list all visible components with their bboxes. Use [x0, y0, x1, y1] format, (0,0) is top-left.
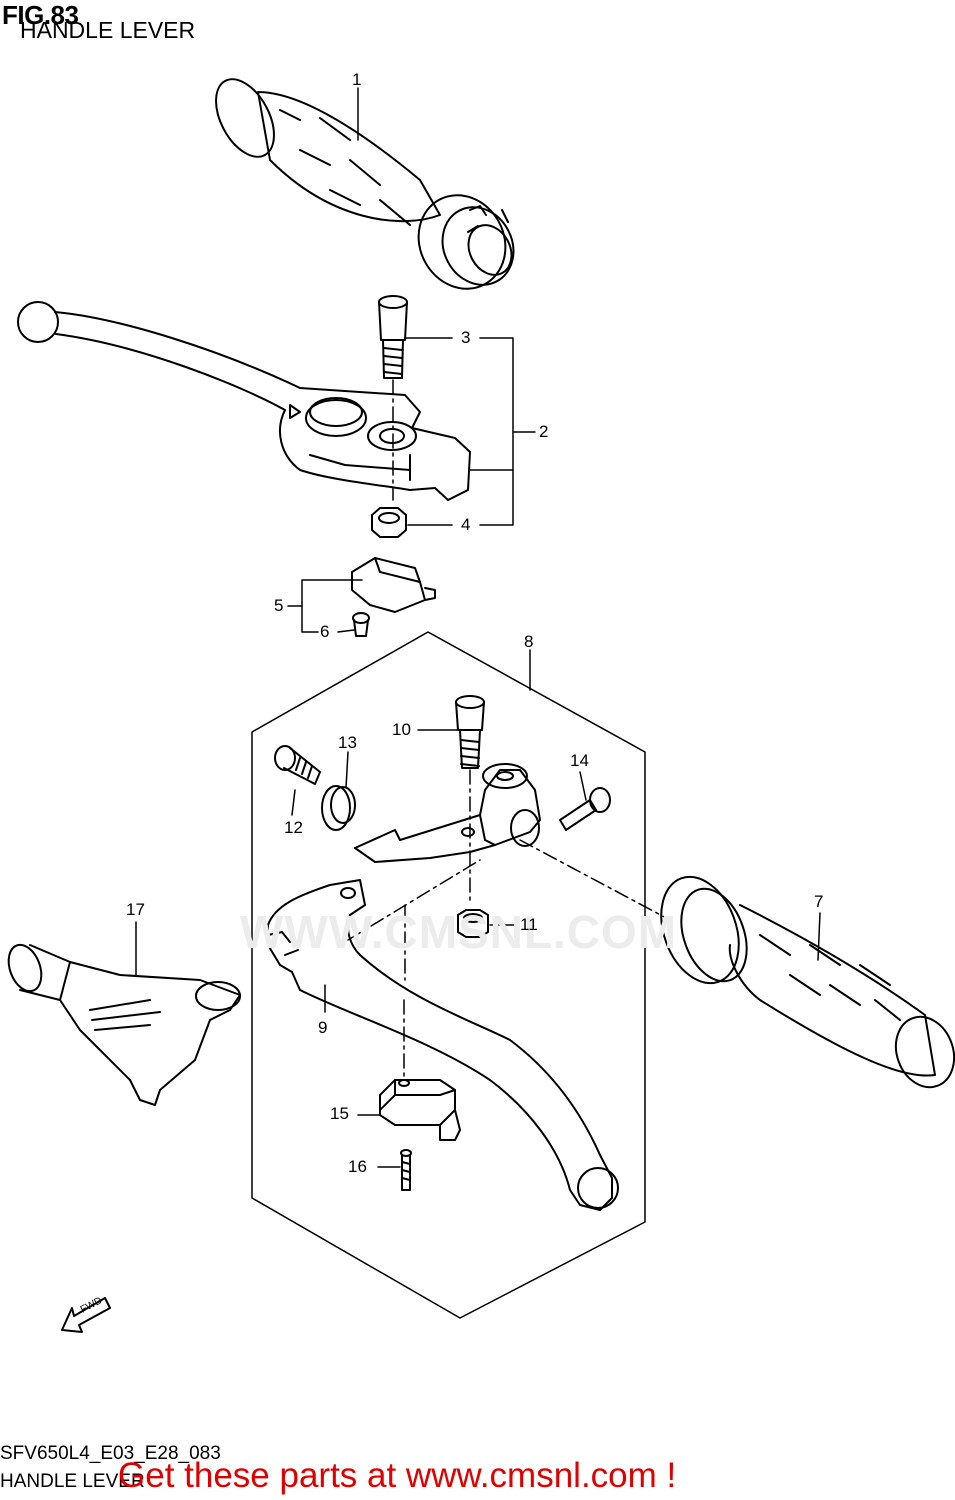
- callout-3[interactable]: 3: [461, 328, 471, 347]
- front-stop-switch[interactable]: [351, 557, 436, 613]
- callout-11[interactable]: 11: [520, 915, 538, 934]
- diagram-code: SFV650L4_E03_E28_083: [0, 1443, 221, 1464]
- figure-label: FIG.83: [2, 0, 79, 30]
- clutch-lever-bolt[interactable]: [455, 695, 485, 769]
- holder-bolt[interactable]: [559, 787, 611, 831]
- grip-right[interactable]: [647, 866, 955, 1095]
- clutch-switch-screw[interactable]: [400, 1149, 412, 1191]
- footer-caption: HANDLE LEVER: [0, 1471, 145, 1492]
- callout-10[interactable]: 10: [392, 720, 411, 739]
- alignment-lines: [347, 379, 671, 1079]
- promo-link[interactable]: Get these parts at www.cmsnl.com !: [118, 1456, 677, 1495]
- callout-16[interactable]: 16: [348, 1157, 367, 1176]
- clutch-switch[interactable]: [379, 1079, 461, 1141]
- callout-13[interactable]: 13: [338, 733, 357, 752]
- fwd-arrow: [61, 1297, 111, 1333]
- callout-4[interactable]: 4: [461, 515, 471, 534]
- callout-9[interactable]: 9: [318, 1018, 328, 1037]
- callout-14[interactable]: 14: [570, 751, 589, 770]
- callout-1[interactable]: 1: [352, 70, 362, 89]
- clutch-lever-nut[interactable]: [457, 909, 489, 938]
- callout-12[interactable]: 12: [284, 818, 303, 837]
- callout-8[interactable]: 8: [524, 632, 534, 651]
- clutch-lever-holder[interactable]: [354, 763, 541, 863]
- callout-17[interactable]: 17: [126, 900, 145, 919]
- clutch-lever[interactable]: [267, 879, 619, 1211]
- lever-guard[interactable]: [3, 940, 241, 1106]
- watermark: WWW.CMSNL.COM: [240, 906, 678, 958]
- callout-7[interactable]: 7: [814, 892, 824, 911]
- grip-left[interactable]: [204, 70, 527, 304]
- adjuster-nut[interactable]: [321, 785, 356, 831]
- callout-6[interactable]: 6: [320, 622, 330, 641]
- figure-subtitle: HANDLE LEVER: [20, 17, 196, 43]
- leader-lines: [135, 87, 821, 1168]
- front-brake-lever[interactable]: [17, 301, 471, 501]
- switch-screw[interactable]: [352, 612, 370, 637]
- cable-adjuster[interactable]: [274, 745, 321, 785]
- callout-5[interactable]: 5: [274, 596, 284, 615]
- lever-pivot-bolt[interactable]: [378, 295, 408, 379]
- lever-nut[interactable]: [371, 507, 407, 538]
- callout-15[interactable]: 15: [330, 1104, 349, 1123]
- clutch-lever-holder-outline: [251, 631, 646, 1319]
- callout-2[interactable]: 2: [539, 422, 549, 441]
